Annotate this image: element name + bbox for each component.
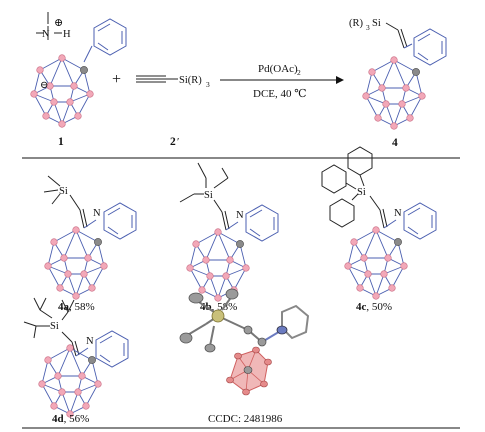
product-si: Si: [372, 18, 381, 29]
4b-si: Si: [204, 190, 213, 201]
product-4c-label: 4c, 50%: [356, 301, 392, 313]
crystal-label: CCDC: 2481986: [208, 413, 283, 425]
reactant-1: N H ⊕ ⊖ 1: [30, 12, 127, 148]
4c-si: Si: [357, 187, 366, 198]
reagent-sub: 2: [297, 68, 301, 77]
positive-charge: ⊕: [54, 17, 63, 29]
4d-si: Si: [50, 321, 59, 332]
product-number: 4: [392, 137, 398, 149]
product-4b-structure: Si N: [179, 162, 279, 302]
ammonium-h: H: [63, 29, 71, 40]
ammonium-n: N: [42, 29, 50, 40]
reactant-2-number: 2: [170, 136, 176, 148]
4a-si: Si: [59, 186, 68, 197]
4c-n: N: [394, 208, 402, 219]
reagent-label: Pd(OAc): [258, 63, 298, 75]
reactant-1-number: 1: [58, 136, 64, 148]
4d-n: N: [86, 336, 94, 347]
reaction-arrow: Pd(OAc) 2 DCE, 40 ℃: [220, 63, 344, 100]
conditions-label: DCE, 40 ℃: [253, 88, 307, 100]
plus-sign: +: [112, 71, 121, 88]
product-4a-structure: Si N: [43, 175, 137, 300]
alkyne-silyl-group: Si(R): [179, 75, 202, 86]
product-4c-structure: Si N: [321, 146, 437, 300]
4a-n: N: [93, 208, 101, 219]
product-4: (R) 3 Si 4: [349, 18, 447, 149]
negative-charge: ⊖: [40, 80, 48, 91]
alkyne-silyl-sub: 3: [206, 80, 210, 89]
product-r-sub: 3: [366, 23, 370, 32]
reactant-2-alkyne: Si(R) 3 2 ′: [136, 75, 210, 148]
product-4d-structure: Si N: [23, 297, 129, 418]
product-4a-label: 4a, 58%: [58, 301, 95, 313]
product-r-group: (R): [349, 18, 364, 29]
crystal-structure-image: [179, 288, 310, 396]
product-4d-label: 4d, 56%: [52, 413, 89, 425]
4b-n: N: [236, 210, 244, 221]
reactant-2-prime: ′: [177, 136, 179, 148]
